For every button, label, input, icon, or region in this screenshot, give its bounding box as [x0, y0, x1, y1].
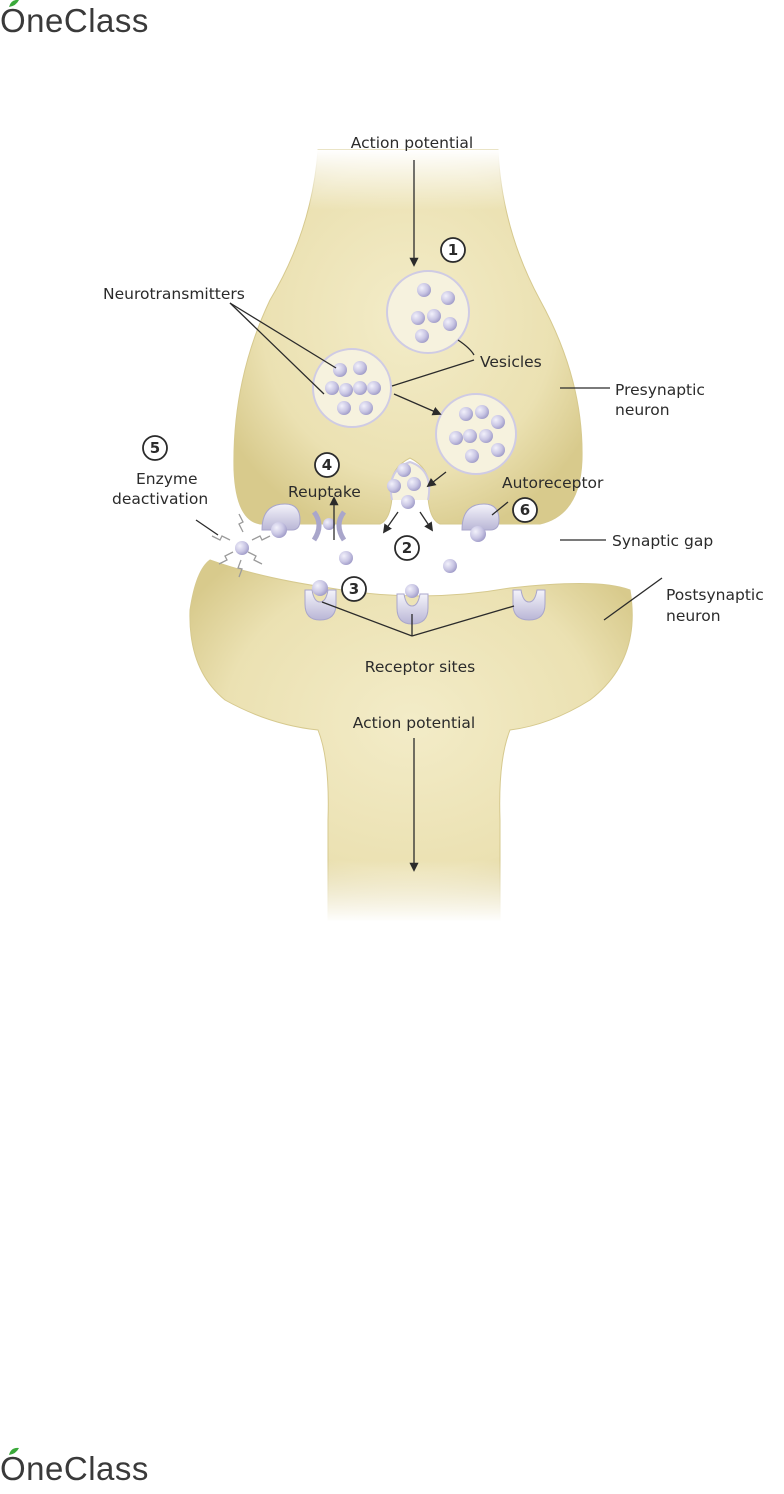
label-vesicles: Vesicles	[480, 353, 542, 371]
neurotransmitter-molecule	[459, 407, 473, 421]
label-autoreceptor: Autoreceptor	[502, 474, 604, 492]
neurotransmitter-molecule	[367, 381, 381, 395]
neurotransmitter-molecule	[427, 309, 441, 323]
neurotransmitter-molecule	[417, 283, 431, 297]
neurotransmitter-molecule	[339, 383, 353, 397]
label-presynaptic-2: neuron	[615, 401, 670, 419]
neurotransmitter-molecule	[491, 443, 505, 457]
label-reuptake: Reuptake	[288, 483, 361, 501]
neurotransmitter-molecule	[353, 381, 367, 395]
step-marker-3: 3	[342, 577, 366, 601]
neurotransmitter-molecule	[359, 401, 373, 415]
step-marker-1: 1	[441, 238, 465, 262]
vesicle-1	[387, 271, 469, 353]
step-marker-5: 5	[143, 436, 167, 460]
neurotransmitter-molecule	[465, 449, 479, 463]
svg-text:2: 2	[402, 539, 412, 557]
neurotransmitter-molecule	[407, 477, 421, 491]
label-action-potential-bottom: Action potential	[353, 714, 475, 732]
neurotransmitter-molecule	[475, 405, 489, 419]
svg-text:5: 5	[150, 439, 160, 457]
neurotransmitter-molecule	[353, 361, 367, 375]
label-neurotransmitters: Neurotransmitters	[103, 285, 245, 303]
neurotransmitter-molecule	[415, 329, 429, 343]
neurotransmitter-molecule	[401, 495, 415, 509]
step-marker-4: 4	[315, 453, 339, 477]
neurotransmitter-molecule	[463, 429, 477, 443]
logo-text: neClass	[26, 1450, 149, 1488]
label-enzyme-2: deactivation	[112, 490, 208, 508]
label-receptor-sites: Receptor sites	[365, 658, 475, 676]
leader-enzyme	[196, 520, 218, 535]
label-postsynaptic-2: neuron	[666, 607, 721, 625]
neurotransmitter-molecule	[491, 415, 505, 429]
leaf-icon	[9, 1447, 19, 1455]
svg-text:1: 1	[448, 241, 458, 259]
neurotransmitter-molecule	[411, 311, 425, 325]
neurotransmitter-molecule	[443, 317, 457, 331]
autoreceptor-shape	[462, 504, 499, 542]
label-synaptic-gap: Synaptic gap	[612, 532, 713, 550]
step-marker-2: 2	[395, 536, 419, 560]
neurotransmitter-molecule	[397, 463, 411, 477]
neurotransmitter-molecule	[443, 559, 457, 573]
neurotransmitter-molecule	[339, 551, 353, 565]
label-action-potential-top: Action potential	[351, 134, 473, 152]
neurotransmitter-molecule	[387, 479, 401, 493]
label-postsynaptic-1: Postsynaptic	[666, 586, 764, 604]
label-enzyme-1: Enzyme	[136, 470, 198, 488]
enzyme-molecule	[235, 541, 249, 555]
neurotransmitter-molecule	[337, 401, 351, 415]
neurotransmitter-molecule	[325, 381, 339, 395]
logo-o: O	[0, 1450, 26, 1488]
neurotransmitter-molecule	[333, 363, 347, 377]
step-marker-6: 6	[513, 498, 537, 522]
svg-text:3: 3	[349, 580, 359, 598]
neurotransmitter-molecule	[441, 291, 455, 305]
arrow-release-right	[420, 512, 432, 530]
neurotransmitter-molecule	[479, 429, 493, 443]
neurotransmitter-molecule	[449, 431, 463, 445]
svg-text:4: 4	[322, 456, 332, 474]
label-presynaptic-1: Presynaptic	[615, 381, 705, 399]
svg-text:6: 6	[520, 501, 530, 519]
